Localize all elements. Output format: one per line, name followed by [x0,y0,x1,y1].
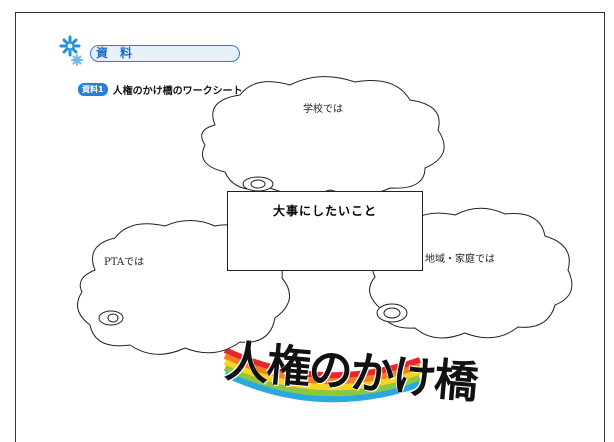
worksheet-caption: 資料1 人権のかけ橋のワークシート [78,82,243,97]
bottom-rainbow-arcs [223,347,421,403]
section-header: 資料 [60,40,240,64]
cloud-school-shape [201,76,445,195]
flower-icon [59,35,83,66]
header-pill [90,45,240,62]
center-box-title: 大事にしたいこと [272,204,377,218]
cloud-puffs [98,176,408,326]
center-box: 大事にしたいこと [227,191,423,271]
page-frame [15,12,605,442]
cloud-pta-label: PTAでは [104,257,145,268]
caption-title: 人権のかけ橋のワークシート [112,85,243,97]
header-label: 資料 [96,46,145,60]
caption-badge: 資料1 [78,82,108,96]
cloud-community-label: 地域・家庭では [425,254,495,265]
cloud-school-label: 学校では [303,104,343,115]
